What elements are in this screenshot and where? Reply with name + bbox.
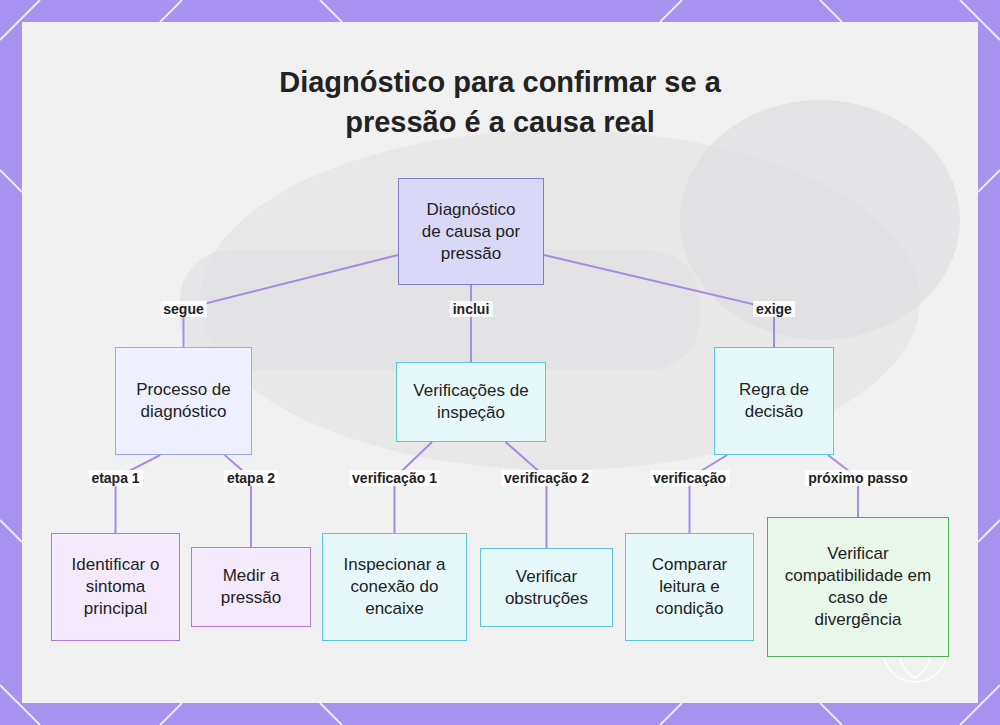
concept-box: Diagnóstico de causa por pressão: [398, 178, 544, 285]
box-label: Diagnóstico de causa por pressão: [415, 199, 527, 265]
edge-label: segue: [160, 301, 206, 317]
corner-line: [0, 685, 40, 725]
corner-line: [978, 170, 1000, 192]
concept-box: Verificações de inspeção: [396, 362, 546, 442]
connector-line: [225, 455, 251, 547]
photo-shape: [680, 100, 960, 340]
box-label: Verificar obstruções: [492, 566, 602, 610]
connector-line: [395, 442, 433, 533]
box-label: Medir a pressão: [211, 565, 291, 609]
corner-line: [0, 0, 40, 40]
corner-line: [0, 520, 22, 542]
corner-line: [960, 0, 1000, 40]
edge-label: verificação: [650, 470, 729, 486]
concept-box: Comparar leitura e condição: [625, 533, 754, 641]
edge-label: próximo passo: [805, 470, 911, 486]
box-label: Verificações de inspeção: [411, 380, 531, 424]
box-label: Verificar compatibilidade em caso de div…: [783, 543, 933, 631]
edge-label: exige: [753, 301, 795, 317]
corner-line: [820, 0, 842, 22]
box-label: Processo de diagnóstico: [131, 379, 236, 423]
connector-line: [690, 455, 728, 533]
edge-label: etapa 1: [88, 470, 142, 486]
edge-label: etapa 2: [224, 470, 278, 486]
inner-panel: [22, 22, 978, 703]
corner-line: [660, 0, 682, 22]
corner-line: [978, 520, 1000, 542]
corner-line: [320, 703, 342, 725]
corner-line: [160, 703, 182, 725]
concept-box: Identificar o sintoma principal: [51, 533, 180, 641]
box-content: Processo de diagnóstico: [131, 379, 236, 423]
corner-line: [820, 703, 842, 725]
box-content: Inspecionar a conexão do encaixe: [340, 554, 450, 620]
corner-line: [960, 685, 1000, 725]
connector-line: [184, 255, 399, 347]
corner-line: [0, 170, 22, 192]
concept-box: Processo de diagnóstico: [115, 347, 252, 455]
edge-label: verificação 2: [501, 470, 592, 486]
box-label: Inspecionar a conexão do encaixe: [340, 554, 450, 620]
diagram-title: Diagnóstico para confirmar se a pressão …: [250, 62, 750, 142]
box-content: Medir a pressão: [211, 565, 291, 609]
connector-line: [544, 255, 774, 347]
box-content: Identificar o sintoma principal: [66, 554, 166, 620]
corner-line: [660, 703, 682, 725]
concept-box: Regra de decisão: [714, 347, 834, 455]
box-content: Diagnóstico de causa por pressão: [415, 199, 527, 265]
box-content: Comparar leitura e condição: [640, 554, 740, 620]
concept-box: Verificar compatibilidade em caso de div…: [767, 517, 949, 657]
edge-label: verificação 1: [349, 470, 440, 486]
concept-box: Verificar obstruções: [480, 548, 613, 627]
connector-line: [506, 442, 547, 548]
box-label: Regra de decisão: [727, 379, 822, 423]
photo-haze: [22, 22, 978, 703]
corner-line: [160, 0, 182, 22]
box-label: Comparar leitura e condição: [640, 554, 740, 620]
box-content: Regra de decisão: [727, 379, 822, 423]
connector-line: [470, 285, 472, 362]
connector-line: [116, 455, 161, 533]
box-content: Verificar compatibilidade em caso de div…: [783, 543, 933, 631]
box-content: Verificar obstruções: [492, 566, 602, 610]
edge-label: inclui: [450, 301, 493, 317]
concept-box: Medir a pressão: [191, 547, 311, 627]
connector-line: [828, 455, 858, 517]
concept-box: Inspecionar a conexão do encaixe: [322, 533, 467, 641]
box-label: Identificar o sintoma principal: [66, 554, 166, 620]
corner-line: [320, 0, 342, 22]
box-content: Verificações de inspeção: [411, 380, 531, 424]
